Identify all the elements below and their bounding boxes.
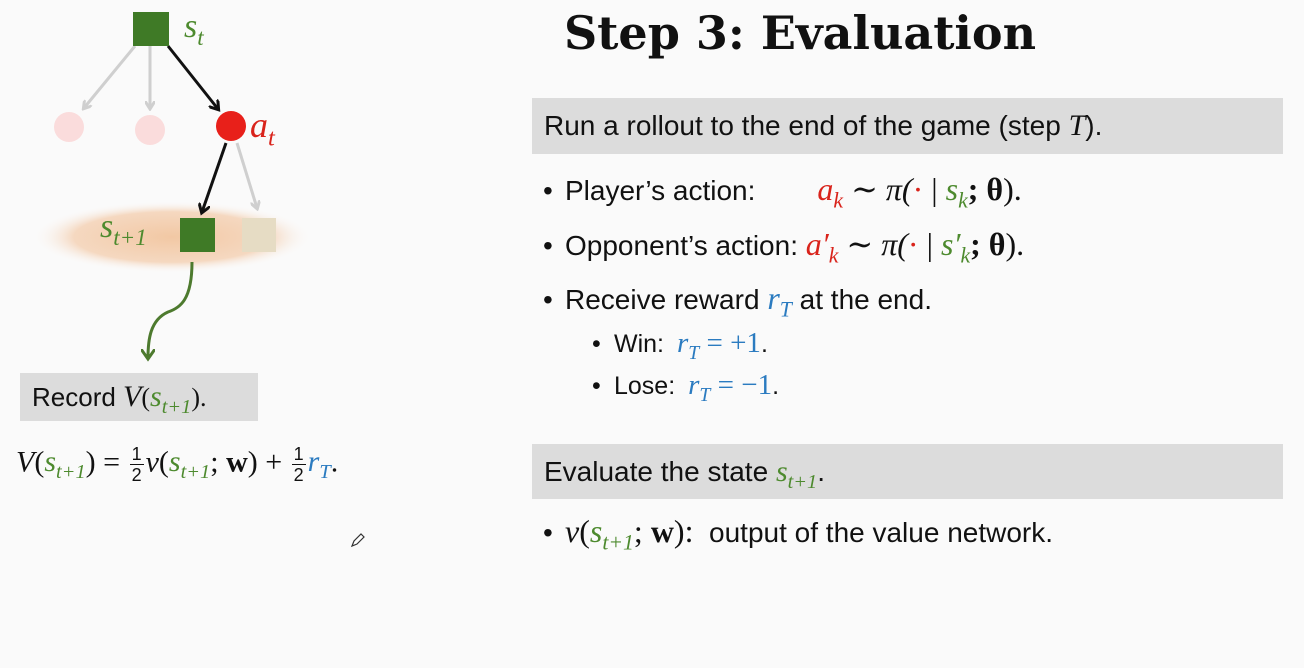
arrow-black bbox=[202, 142, 228, 212]
arrow-gray bbox=[84, 45, 137, 108]
evaluate-box: Evaluate the state st+1. bbox=[532, 444, 1283, 499]
bullet-opponent-action: •Opponent’s action: a′k ∼ π(· | s′k; θ). bbox=[543, 226, 1025, 268]
record-box: Record V(st+1). bbox=[20, 373, 258, 421]
label-a-t: at bbox=[250, 105, 275, 152]
mcts-tree-diagram bbox=[32, 12, 312, 370]
bullet-reward: •Receive reward rT at the end. bbox=[543, 280, 932, 322]
arrow-green-curvy bbox=[148, 261, 194, 358]
bullet-player-action: •Player’s action:ak ∼ π(· | sk; θ). bbox=[543, 171, 1022, 213]
rollout-box: Run a rollout to the end of the game (st… bbox=[532, 98, 1283, 154]
bullet-value-network: •v(st+1; w): output of the value network… bbox=[543, 513, 1054, 555]
label-s-t: st bbox=[184, 8, 204, 52]
bullet-lose: •Lose: rT = −1. bbox=[592, 369, 780, 406]
arrow-gray bbox=[235, 142, 257, 208]
label-s-t1: st+1 bbox=[100, 208, 147, 252]
slide-title: Step 3: Evaluation bbox=[563, 6, 1037, 60]
action-node-a-t bbox=[216, 111, 246, 141]
state-node-s-t bbox=[133, 12, 169, 46]
action-node-faded bbox=[135, 115, 165, 145]
pencil-icon bbox=[350, 533, 365, 548]
bullet-win: •Win: rT = +1. bbox=[592, 327, 768, 364]
state-node-s-t1 bbox=[180, 218, 215, 252]
action-node-faded bbox=[54, 112, 84, 142]
state-node-faded bbox=[242, 218, 276, 252]
arrow-black bbox=[166, 45, 218, 109]
